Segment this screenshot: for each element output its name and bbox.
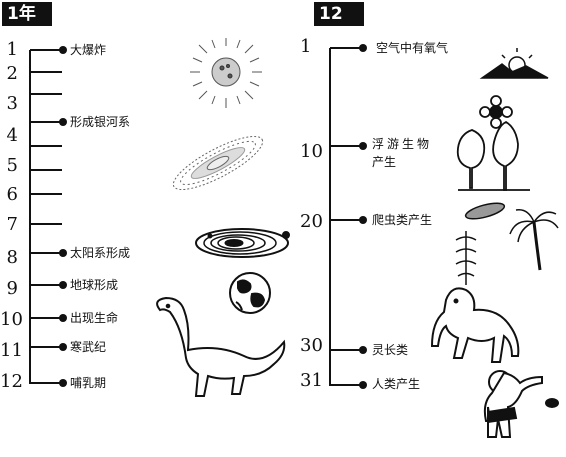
caveman-icon <box>483 370 559 438</box>
event-dot <box>359 346 367 354</box>
event-label-galaxy: 形成银河系 <box>70 115 131 129</box>
tick-12: 12 <box>0 371 23 392</box>
event-dot <box>59 379 67 387</box>
tick-dec-31: 31 <box>300 370 323 391</box>
left-timeline-axis <box>29 49 62 384</box>
big-bang-icon <box>190 38 262 108</box>
event-dot <box>59 46 67 54</box>
tick-9: 9 <box>6 278 18 299</box>
solar-system-icon <box>195 228 290 258</box>
tick-dec-30: 30 <box>300 335 323 356</box>
event-label-earth: 地球形成 <box>70 278 119 292</box>
event-label-plankton-line1: 浮游生物 <box>372 137 433 151</box>
event-dot <box>59 118 67 126</box>
event-label-primates: 灵长类 <box>372 343 409 357</box>
trees-flower-icon <box>456 95 530 191</box>
left-event-dots <box>59 46 67 387</box>
ape-icon <box>430 287 520 363</box>
event-label-mammals: 哺乳期 <box>70 376 107 390</box>
event-label-life: 出现生命 <box>70 311 119 325</box>
earth-icon <box>229 272 271 314</box>
event-dot <box>359 381 367 389</box>
galaxy-icon <box>172 135 264 191</box>
tick-11: 11 <box>0 340 23 361</box>
right-panel-title: 12月 <box>314 2 364 48</box>
event-dot <box>59 249 67 257</box>
event-dot <box>359 44 367 52</box>
event-dot <box>59 281 67 289</box>
tick-dec-1: 1 <box>300 36 312 57</box>
mountain-sun-icon <box>479 48 549 79</box>
event-dot <box>59 343 67 351</box>
fern-palm-icon <box>455 202 559 285</box>
tick-1: 1 <box>6 39 18 60</box>
event-label-cambrian: 寒武纪 <box>70 340 107 354</box>
tick-10: 10 <box>0 309 23 330</box>
tick-8: 8 <box>6 247 18 268</box>
tick-4: 4 <box>6 125 18 146</box>
event-dot <box>359 216 367 224</box>
event-dot <box>359 142 367 150</box>
right-timeline-axis <box>329 47 362 386</box>
event-label-plankton-line2: 产生 <box>372 155 397 169</box>
tick-2: 2 <box>6 63 18 84</box>
tick-dec-20: 20 <box>300 211 323 232</box>
tick-7: 7 <box>6 214 18 235</box>
event-label-oxygen: 空气中有氧气 <box>376 41 449 55</box>
tick-6: 6 <box>6 184 18 205</box>
tick-dec-10: 10 <box>300 141 323 162</box>
tick-3: 3 <box>6 93 18 114</box>
event-label-reptiles: 爬虫类产生 <box>372 213 433 227</box>
right-event-dots <box>359 44 367 389</box>
dinosaur-icon <box>156 296 286 397</box>
event-label-humans: 人类产生 <box>372 377 421 391</box>
left-panel-title: 1年 <box>2 2 52 26</box>
tick-5: 5 <box>6 155 18 176</box>
event-label-solar-system: 太阳系形成 <box>70 246 131 260</box>
event-dot <box>59 314 67 322</box>
event-label-big-bang: 大爆炸 <box>70 43 107 57</box>
